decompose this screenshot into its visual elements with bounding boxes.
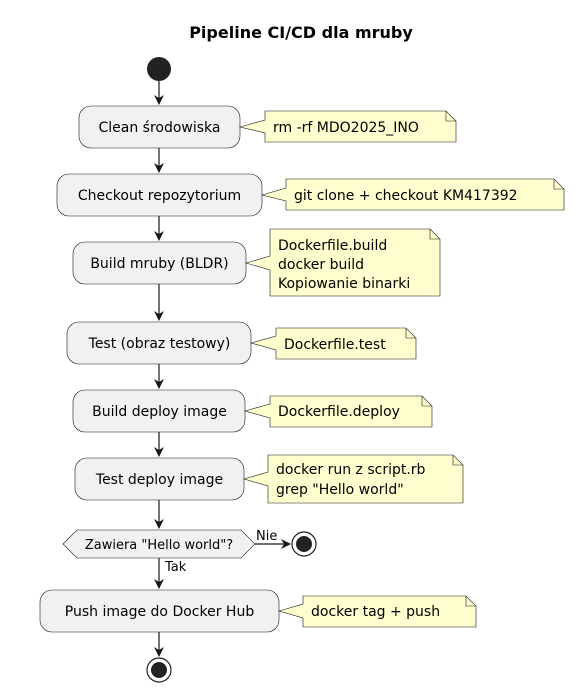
activity-checkout: Checkout repozytorium <box>56 173 263 217</box>
activity-clean: Clean środowiska <box>78 105 241 149</box>
note-build-mruby-line3: Kopiowanie binarki <box>278 276 410 292</box>
activity-test-deploy-label: Test deploy image <box>95 472 223 488</box>
note-clean: rm -rf MDO2025_INO <box>238 110 457 143</box>
note-build-deploy: Dockerfile.deploy <box>243 395 433 428</box>
diagram-title: Pipeline CI/CD dla mruby <box>189 23 413 42</box>
activity-push-label: Push image do Docker Hub <box>65 604 255 620</box>
note-push: docker tag + push <box>277 595 477 628</box>
activity-test-deploy: Test deploy image <box>74 457 245 501</box>
note-test-deploy-line2: grep "Hello world" <box>276 482 404 498</box>
end-node-fail <box>291 531 317 557</box>
note-build-mruby-line2: docker build <box>278 257 364 273</box>
note-checkout: git clone + checkout KM417392 <box>260 178 565 211</box>
activity-test: Test (obraz testowy) <box>66 321 252 365</box>
activity-build-mruby: Build mruby (BLDR) <box>72 241 247 285</box>
activity-clean-label: Clean środowiska <box>98 120 220 136</box>
activity-test-label: Test (obraz testowy) <box>88 336 231 352</box>
note-build-deploy-text: Dockerfile.deploy <box>278 404 400 420</box>
decision-yes-label: Tak <box>164 560 187 575</box>
note-test-deploy-line1: docker run z script.rb <box>276 462 426 478</box>
decision-no-label: Nie <box>256 529 277 544</box>
activity-push: Push image do Docker Hub <box>39 589 280 633</box>
activity-build-deploy-label: Build deploy image <box>92 404 227 420</box>
note-push-text: docker tag + push <box>311 604 440 620</box>
note-build-mruby: Dockerfile.build docker build Kopiowanie… <box>244 228 441 297</box>
end-node <box>146 657 172 683</box>
activity-build-mruby-label: Build mruby (BLDR) <box>90 256 228 272</box>
note-checkout-text: git clone + checkout KM417392 <box>294 188 518 204</box>
start-node <box>147 57 171 81</box>
note-test-deploy: docker run z script.rb grep "Hello world… <box>242 454 464 504</box>
decision-node: Zawiera "Hello world"? <box>62 529 256 559</box>
note-build-mruby-line1: Dockerfile.build <box>278 238 387 254</box>
note-test-text: Dockerfile.test <box>284 337 386 353</box>
note-clean-text: rm -rf MDO2025_INO <box>273 120 419 136</box>
activity-build-deploy: Build deploy image <box>72 389 246 433</box>
note-test: Dockerfile.test <box>249 327 417 360</box>
activity-checkout-label: Checkout repozytorium <box>78 188 241 204</box>
decision-label: Zawiera "Hello world"? <box>85 538 233 553</box>
